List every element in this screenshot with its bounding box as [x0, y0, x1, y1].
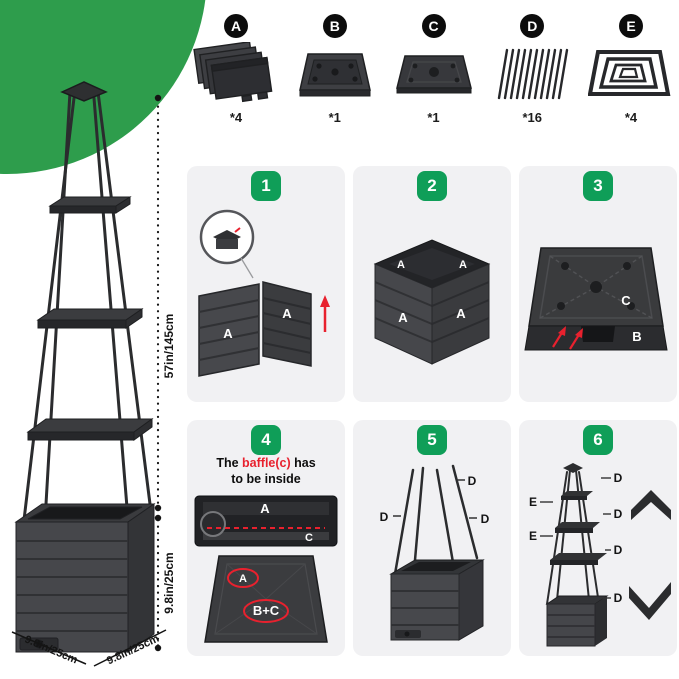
note-highlight: baffle(c): [242, 456, 291, 470]
step-number-badge-4: 4: [251, 425, 281, 455]
base-tray-icon: [298, 53, 371, 97]
label-tray-b: B: [632, 329, 641, 344]
label-d2: D: [614, 507, 623, 521]
v-angle-piece: [629, 582, 671, 620]
step-number-badge-3: 3: [583, 171, 613, 201]
part-letter-badge-d: D: [520, 14, 545, 38]
dimension-lines: [11, 94, 167, 667]
label-panel-right: A: [282, 306, 292, 321]
label-front-left: A: [398, 310, 408, 325]
step-1: 1 A A: [187, 166, 345, 402]
baffle-note: The baffle(c) has to be inside: [187, 456, 345, 487]
step-3-illustration: C B: [524, 247, 668, 351]
step-number-badge-2: 2: [417, 171, 447, 201]
label-d3: D: [614, 543, 623, 557]
part-letter-badge-c: C: [421, 14, 446, 38]
baffle-plate-icon: [395, 55, 472, 94]
label-front-right: A: [456, 306, 466, 321]
label-back-right: A: [459, 259, 467, 271]
step-3: 3 C B: [519, 166, 677, 402]
part-count-a: *4: [229, 110, 243, 125]
label-panel-left: A: [223, 326, 233, 341]
note-line1-rest: has: [290, 456, 316, 470]
label-bottom-panel-a: A: [239, 573, 247, 585]
step-5: 5 D D D: [353, 420, 511, 656]
part-item-a: A *4: [190, 14, 282, 125]
note-pre: The: [216, 456, 243, 470]
step-6: 6 D E D E D: [519, 420, 677, 656]
nested-frames-icon: [588, 50, 671, 96]
label-closeup-panel-a: A: [260, 501, 270, 516]
step-2-illustration: A A A A: [373, 239, 491, 365]
planter-box: [14, 503, 156, 653]
label-baffle-c: C: [621, 293, 631, 308]
tower-illustration: [11, 81, 167, 667]
label-rod-d-right: D: [481, 512, 490, 526]
label-closeup-baffle-c: C: [305, 532, 313, 544]
part-item-c: C *1: [388, 14, 480, 125]
rod-bundle-icon: [498, 48, 569, 100]
mini-tower-legs: [546, 469, 600, 605]
trellis-legs: [22, 90, 152, 522]
label-back-left: A: [397, 259, 405, 271]
part-letter-badge-e: E: [619, 14, 643, 38]
step-5-illustration: D D D: [380, 464, 490, 641]
part-item-b: B *1: [289, 14, 381, 125]
red-up-arrow: [320, 295, 330, 332]
box-height-dimension-label: 9.8in/25cm: [162, 552, 176, 614]
step-2: 2 A A A A: [353, 166, 511, 402]
frame-ring-1: [48, 196, 132, 214]
corner-panels: [198, 281, 312, 377]
label-d4: D: [614, 591, 623, 605]
step-number-badge-6: 6: [583, 425, 613, 455]
apex-plate: [60, 81, 108, 102]
step-number-badge-5: 5: [417, 425, 447, 455]
stacked-panels-icon: [193, 42, 273, 103]
corner-connector-piece: [631, 490, 671, 520]
step-4: 4 The baffle(c) has to be inside A C A B…: [187, 420, 345, 656]
frame-ring-2: [36, 308, 144, 329]
part-item-d: D *16: [486, 14, 578, 125]
label-rod-d-top: D: [468, 474, 477, 488]
note-line2: to be inside: [231, 471, 301, 486]
label-e2: E: [529, 529, 537, 543]
frame-ring-3: [26, 418, 154, 441]
red-insert-arrows: [552, 326, 583, 350]
step-1-illustration: A A: [198, 209, 330, 377]
part-count-b: *1: [328, 110, 341, 125]
step-number-badge-1: 1: [251, 171, 281, 201]
label-bottom-b-plus-c: B+C: [253, 603, 280, 618]
part-letter-badge-b: B: [322, 14, 347, 38]
part-count-e: *4: [624, 110, 638, 125]
trellis-rods: [393, 464, 479, 576]
label-rod-d-left: D: [380, 510, 389, 524]
step-6-illustration: D E D E D D: [529, 463, 671, 647]
label-d1: D: [614, 471, 623, 485]
label-e1: E: [529, 495, 537, 509]
part-item-e: E *4: [585, 14, 677, 125]
part-count-c: *1: [427, 110, 440, 125]
part-letter-badge-a: A: [224, 14, 248, 38]
step-4-illustration: A C A B+C: [194, 495, 338, 643]
height-dimension-label: 57in/145cm: [162, 313, 176, 379]
part-count-d: *16: [522, 110, 543, 125]
parts-list: A *4 B: [190, 14, 677, 125]
